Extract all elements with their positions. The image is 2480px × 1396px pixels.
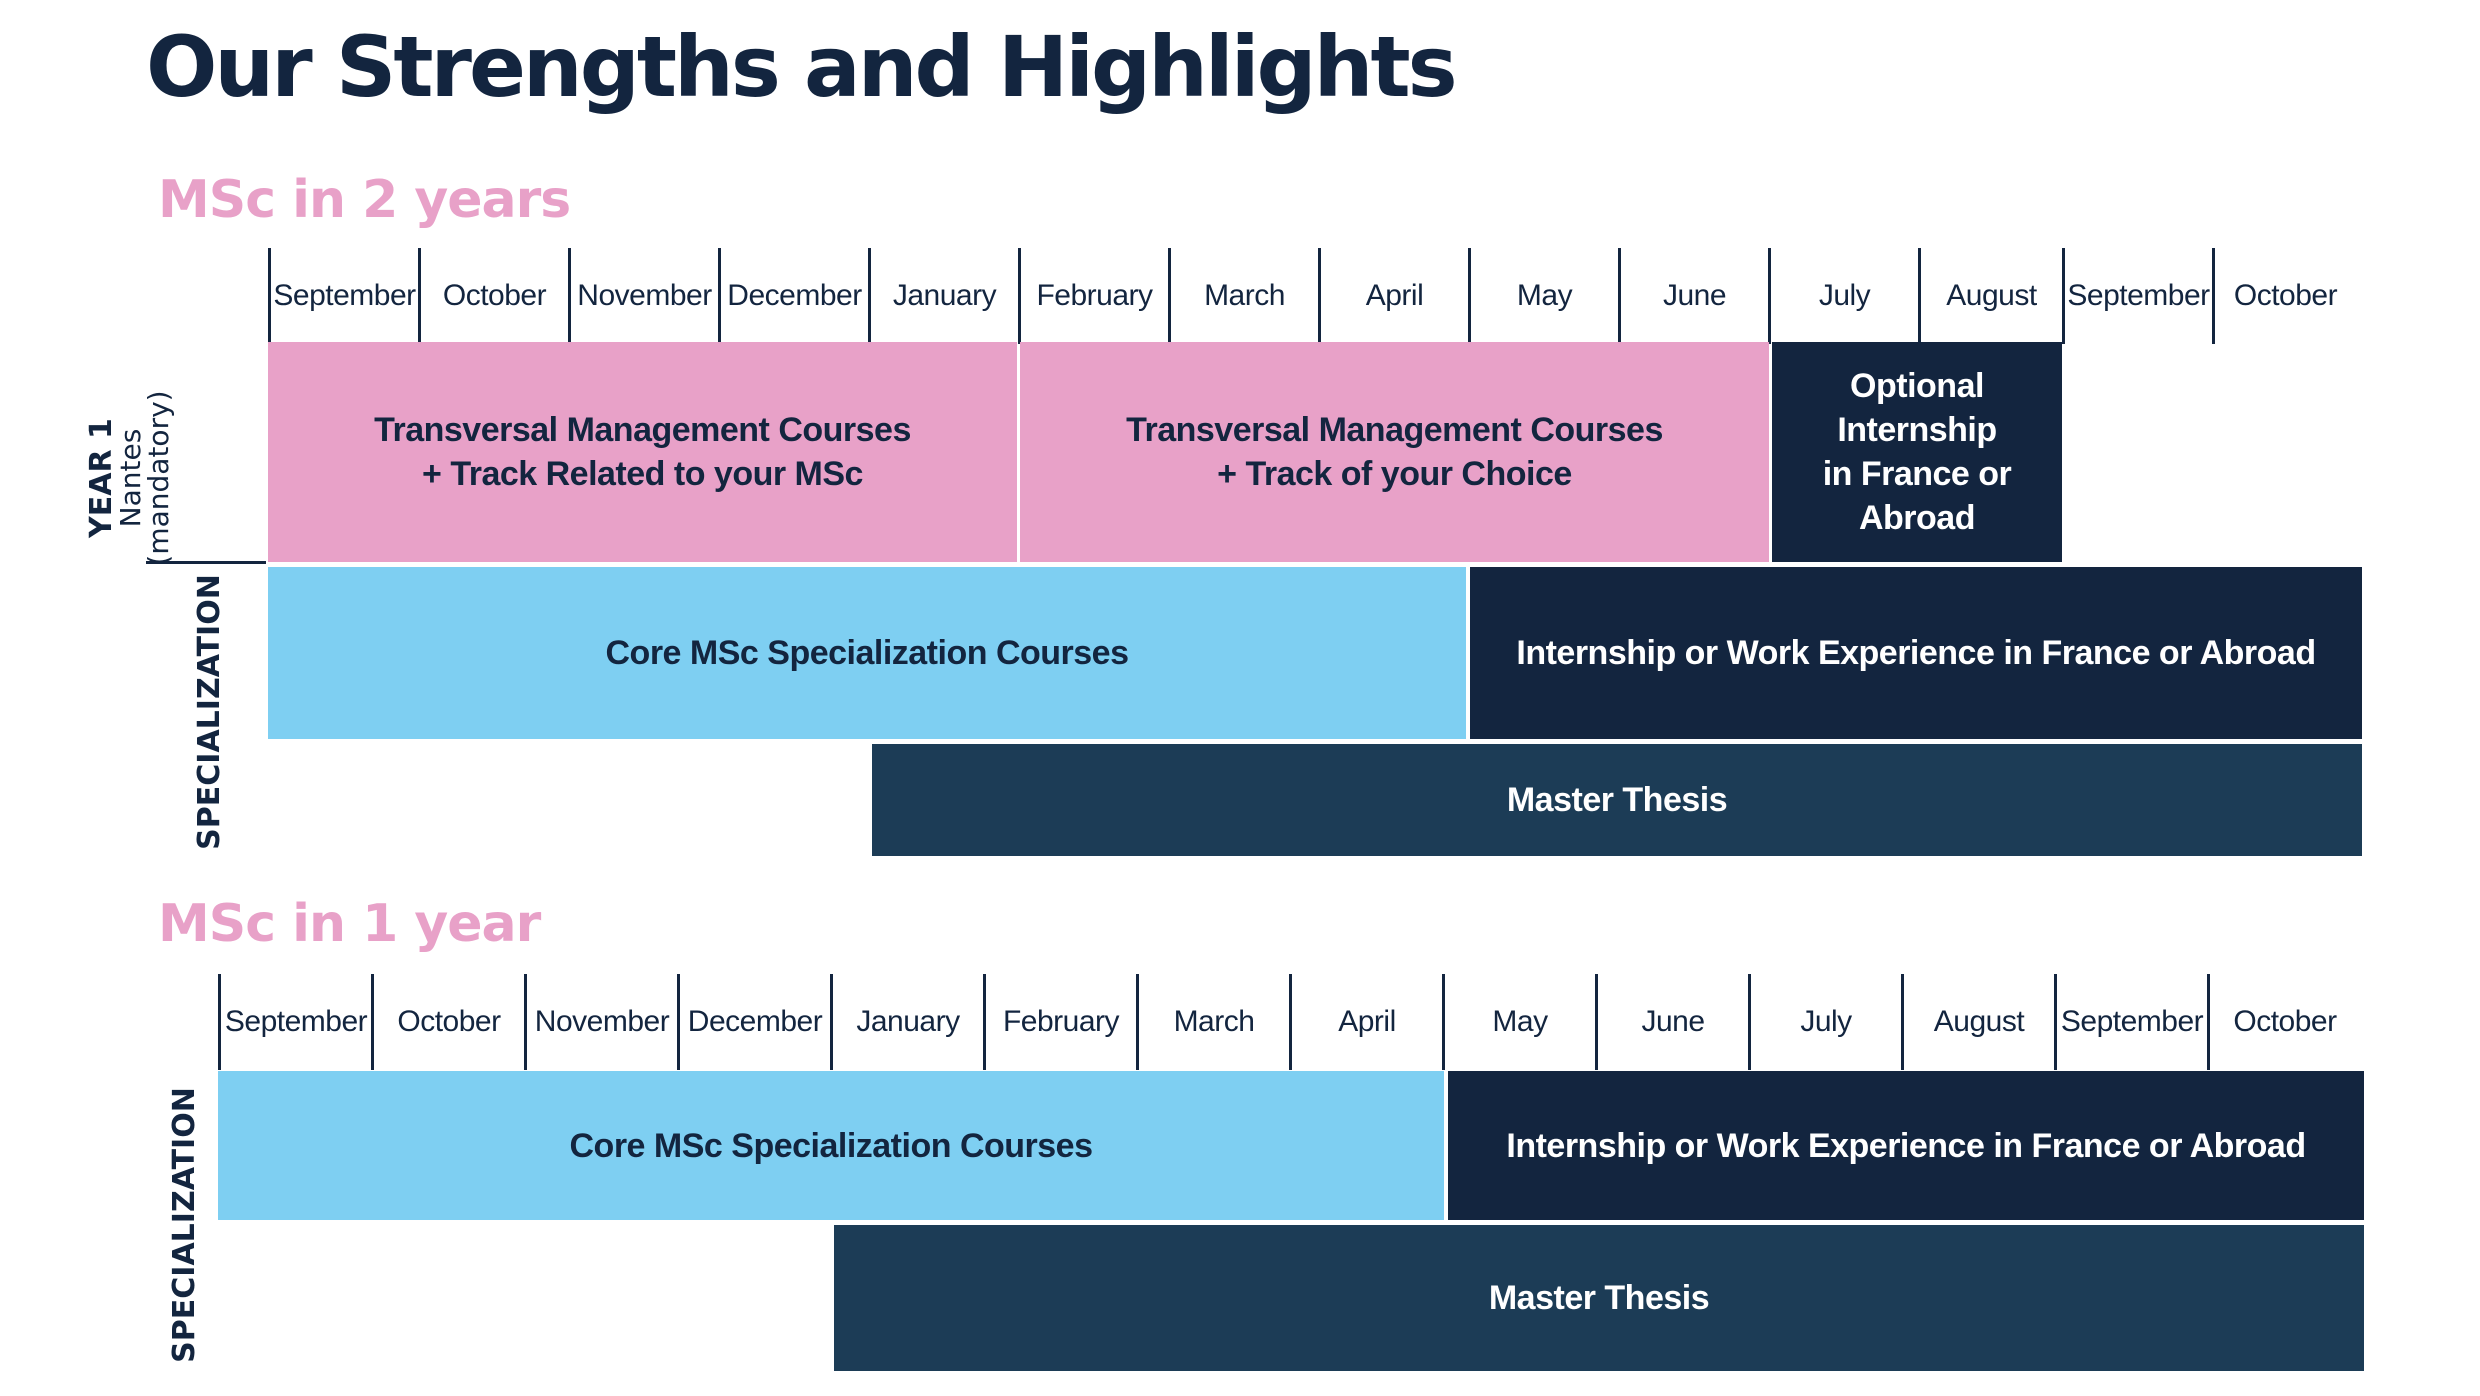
transversal-courses-msc-track-bar: Transversal Management Courses + Track R… — [268, 342, 1017, 562]
two-year-specialization-label: SPECIALIZATION — [190, 574, 230, 850]
two-year-heading: MSc in 2 years — [158, 170, 571, 230]
one-year-month-8: April — [1289, 974, 1442, 1070]
one-year-month-14: October — [2207, 974, 2360, 1070]
one-year-heading: MSc in 1 year — [158, 894, 541, 954]
year1-title: YEAR 1 — [84, 418, 119, 538]
two-year-month-12: August — [1918, 248, 2062, 344]
two-year-month-6: February — [1018, 248, 1168, 344]
one-year-thesis-label: Master Thesis — [1488, 1279, 1710, 1317]
transversal-courses-choice-track-bar: Transversal Management Courses + Track o… — [1020, 342, 1769, 562]
one-year-month-12: August — [1901, 974, 2054, 1070]
year1-location: Nantes — [114, 428, 147, 528]
one-year-month-4: December — [677, 974, 830, 1070]
one-year-specialization-label: SPECIALIZATION — [165, 1087, 205, 1363]
two-year-internship-label: Internship or Work Experience in France … — [1516, 634, 2316, 672]
two-year-core-courses-bar: Core MSc Specialization Courses — [268, 567, 1466, 739]
two-year-month-7: March — [1168, 248, 1318, 344]
two-year-month-13: September — [2062, 248, 2212, 344]
one-year-month-1: September — [218, 974, 371, 1070]
two-year-month-10: June — [1618, 248, 1768, 344]
page-title: Our Strengths and Highlights — [146, 18, 1458, 116]
one-year-month-10: June — [1595, 974, 1748, 1070]
two-year-thesis-bar: Master Thesis — [872, 744, 2362, 856]
two-year-thesis-label: Master Thesis — [1506, 781, 1728, 819]
one-year-specialization-text: SPECIALIZATION — [167, 1087, 202, 1363]
one-year-month-7: March — [1136, 974, 1289, 1070]
one-year-internship-bar: Internship or Work Experience in France … — [1448, 1071, 2364, 1220]
one-year-core-courses-label: Core MSc Specialization Courses — [569, 1126, 1094, 1165]
transversal-courses-msc-track-label: Transversal Management Courses + Track R… — [374, 411, 911, 493]
two-year-month-14: October — [2212, 248, 2356, 344]
year1-label: YEAR 1 Nantes (mandatory) — [66, 383, 194, 573]
optional-internship-bar: Optional Internship in France or Abroad — [1772, 342, 2062, 562]
two-year-month-9: May — [1468, 248, 1618, 344]
one-year-month-5: January — [830, 974, 983, 1070]
two-year-month-8: April — [1318, 248, 1468, 344]
one-year-month-11: July — [1748, 974, 1901, 1070]
two-year-core-courses-label: Core MSc Specialization Courses — [605, 634, 1130, 672]
one-year-month-9: May — [1442, 974, 1595, 1070]
one-year-month-6: February — [983, 974, 1136, 1070]
one-year-month-2: October — [371, 974, 524, 1070]
two-year-month-2: October — [418, 248, 568, 344]
transversal-courses-choice-track-label: Transversal Management Courses + Track o… — [1126, 411, 1663, 493]
one-year-month-3: November — [524, 974, 677, 1070]
one-year-thesis-bar: Master Thesis — [834, 1225, 2364, 1371]
two-year-month-5: January — [868, 248, 1018, 344]
one-year-month-13: September — [2054, 974, 2207, 1070]
two-year-internship-bar: Internship or Work Experience in France … — [1470, 567, 2362, 739]
optional-internship-label: Optional Internship in France or Abroad — [1822, 367, 2012, 537]
two-year-month-1: September — [268, 248, 418, 344]
two-year-month-3: November — [568, 248, 718, 344]
year1-mandatory: (mandatory) — [142, 390, 175, 566]
two-year-month-11: July — [1768, 248, 1918, 344]
two-year-specialization-text: SPECIALIZATION — [192, 574, 227, 850]
year-divider — [146, 561, 266, 564]
one-year-internship-label: Internship or Work Experience in France … — [1506, 1126, 2306, 1165]
two-year-month-4: December — [718, 248, 868, 344]
one-year-core-courses-bar: Core MSc Specialization Courses — [218, 1071, 1444, 1220]
